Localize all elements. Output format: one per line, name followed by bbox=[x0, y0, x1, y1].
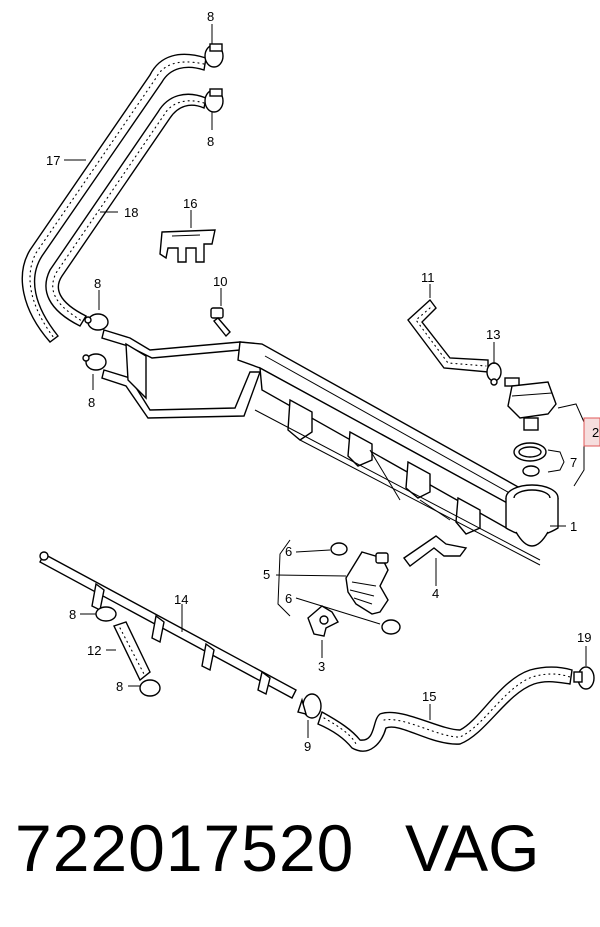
clamp-8-mid-a bbox=[84, 313, 109, 331]
clamp-13 bbox=[486, 362, 502, 386]
part-number: 722017520 bbox=[15, 811, 355, 885]
fuel-return-pipes bbox=[101, 329, 263, 419]
label-5: 5 bbox=[263, 567, 270, 582]
fuel-rail-14 bbox=[39, 551, 297, 699]
label-8: 8 bbox=[116, 679, 123, 694]
label-6: 6 bbox=[285, 591, 292, 606]
clip-3 bbox=[307, 605, 339, 637]
clamp-8-lower-b bbox=[139, 679, 161, 697]
clamp-9 bbox=[297, 693, 322, 719]
label-3: 3 bbox=[318, 659, 325, 674]
label-11: 11 bbox=[421, 270, 435, 285]
clamp-8-mid-b bbox=[82, 353, 107, 371]
hose-15 bbox=[317, 666, 573, 752]
retaining-clip-4 bbox=[403, 535, 468, 567]
fuel-rail bbox=[237, 341, 541, 566]
bracket-16 bbox=[159, 229, 216, 263]
clamp-8-top-a bbox=[204, 43, 224, 68]
pressure-regulator-housing bbox=[505, 484, 559, 547]
label-16: 16 bbox=[183, 196, 197, 211]
label-15: 15 bbox=[422, 689, 436, 704]
label-13: 13 bbox=[486, 327, 500, 342]
highlight-marker bbox=[583, 417, 600, 447]
hose-17 bbox=[21, 53, 207, 343]
fuel-pressure-regulator bbox=[504, 377, 557, 431]
label-4: 4 bbox=[432, 586, 439, 601]
fuel-injector-5 bbox=[345, 551, 389, 615]
clamp-8-lower-a bbox=[95, 606, 117, 622]
brand-name: VAG bbox=[405, 811, 540, 885]
label-1: 1 bbox=[570, 519, 577, 534]
clamp-8-top-b bbox=[204, 88, 224, 113]
label-12: 12 bbox=[87, 643, 101, 658]
o-ring-6-upper bbox=[330, 542, 348, 556]
label-14: 14 bbox=[174, 592, 188, 607]
hose-18 bbox=[45, 93, 207, 327]
label-8: 8 bbox=[69, 607, 76, 622]
label-6: 6 bbox=[285, 544, 292, 559]
o-ring-6-lower bbox=[381, 619, 401, 635]
label-8: 8 bbox=[207, 9, 214, 24]
label-7: 7 bbox=[570, 455, 577, 470]
label-19: 19 bbox=[577, 630, 591, 645]
fuel-rail-exploded-diagram: 8 8 17 18 16 8 10 8 11 13 2 7 1 4 6 5 6 … bbox=[21, 9, 600, 754]
hose-12 bbox=[113, 621, 151, 682]
label-2: 2 bbox=[592, 425, 599, 440]
bolt-10 bbox=[210, 307, 231, 338]
label-8: 8 bbox=[207, 134, 214, 149]
label-9: 9 bbox=[304, 739, 311, 754]
o-ring-7-large bbox=[513, 442, 547, 462]
label-10: 10 bbox=[213, 274, 227, 289]
label-17: 17 bbox=[46, 153, 60, 168]
clamp-19 bbox=[573, 666, 595, 690]
label-18: 18 bbox=[124, 205, 138, 220]
label-8: 8 bbox=[88, 395, 95, 410]
part-labels: 8 8 17 18 16 8 10 8 11 13 2 7 1 4 6 5 6 … bbox=[46, 9, 599, 754]
label-8: 8 bbox=[94, 276, 101, 291]
hose-11 bbox=[407, 298, 489, 373]
o-ring-7-small bbox=[522, 465, 540, 477]
